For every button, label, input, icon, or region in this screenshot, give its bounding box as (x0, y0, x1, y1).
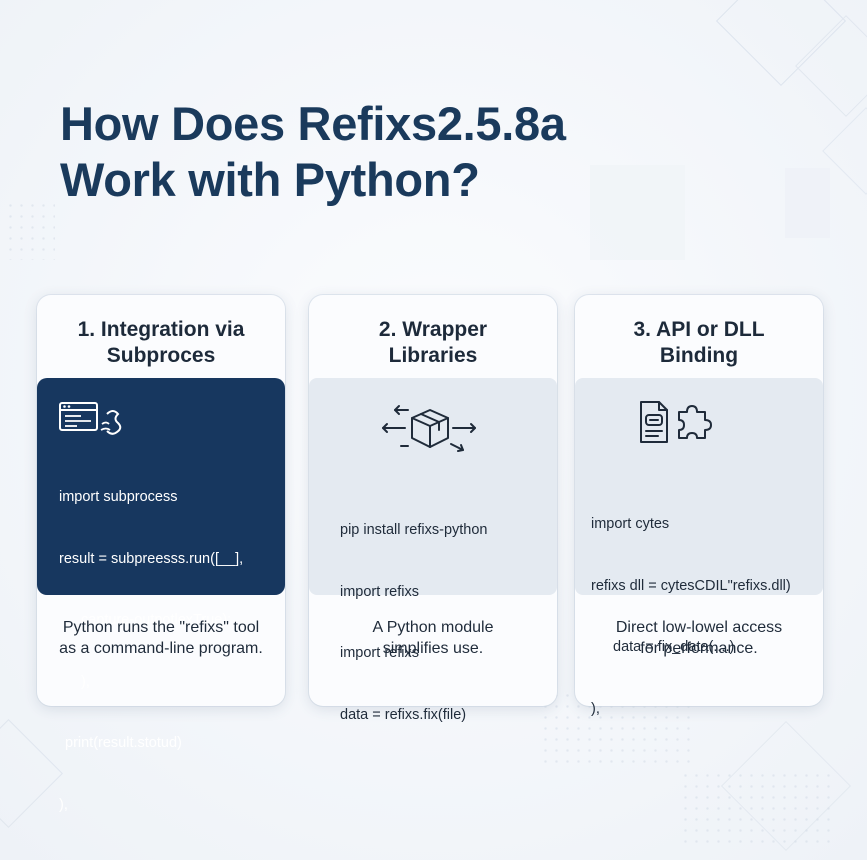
decor-square (590, 165, 685, 260)
code-line: ), (81, 673, 90, 690)
code-line: print(result.stotud) (65, 735, 182, 751)
decor-square (785, 168, 830, 238)
description-line: Python runs the "refixs" tool (62, 619, 260, 636)
code-line: refixs dll = cytesCDIL"refixs.dll) (591, 577, 791, 594)
code-line: data = refixs.fix(file) (340, 706, 467, 723)
decor-diamond (822, 107, 867, 195)
card-api-dll-binding: 3. API or DLL Binding import cytes refix… (575, 295, 823, 717)
code-line: import refixs (340, 645, 419, 661)
code-line: ), (591, 700, 600, 717)
terminal-window-icon (59, 402, 122, 435)
code-panel: pip install refixs-python import refixs … (309, 378, 557, 723)
card-title-line: 3. API or DLL (633, 318, 765, 341)
code-line: pip install refixs-python (340, 522, 488, 538)
dll-file-puzzle-icon (640, 401, 712, 443)
description-line: as a command-line program. (59, 640, 263, 657)
decor-diamond (795, 15, 867, 117)
page-title: How Does Refixs2.5.8a Work with Python? (60, 96, 566, 208)
code-line: result = subpreesss.run([__], (59, 550, 244, 567)
code-line: import subprocess (59, 489, 178, 505)
card-title-line: Libraries (388, 344, 478, 367)
card-title: 3. API or DLL Binding (575, 317, 823, 369)
package-box-arrows-icon (382, 405, 476, 452)
card-wrapper-libraries: 2. Wrapper Libraries pip install refixs-… (309, 295, 557, 723)
code-snippet: import cytes refixs dll = cytesCDIL"refi… (591, 473, 791, 760)
code-line: capture-outpotlexTrue); (81, 612, 232, 628)
code-line: import cytes (591, 516, 670, 532)
card-title: 2. Wrapper Libraries (309, 317, 557, 369)
description-line: for performance. (640, 640, 758, 657)
title-line: How Does Refixs2.5.8a (60, 97, 566, 150)
card-title: 1. Integration via Subproces (37, 317, 285, 369)
decor-dots (5, 200, 55, 260)
code-snippet: pip install refixs-python import refixs … (340, 479, 488, 766)
decor-dots (680, 770, 830, 850)
card-description: Direct low-lowel access for performance. (575, 617, 823, 659)
card-title-line: 2. Wrapper (378, 318, 488, 341)
code-panel: import cytes refixs dll = cytesCDIL"refi… (575, 378, 823, 717)
description-line: A Python module (372, 619, 494, 636)
decor-diamond (0, 719, 63, 828)
code-snippet: import subprocess result = subpreesss.ru… (59, 446, 243, 856)
code-line: import refixs (340, 583, 419, 600)
card-subprocess: 1. Integration via Subproces import subp… (37, 295, 285, 813)
card-title-line: 1. Integration via (77, 318, 245, 341)
description-line: Direct low-lowel access (615, 619, 783, 636)
card-description: A Python module simplifies use. (309, 617, 557, 659)
description-line: simplifies use. (382, 640, 484, 657)
code-line: ), (59, 796, 68, 813)
card-description: Python runs the "refixs" tool as a comma… (37, 617, 285, 659)
code-line: data = fix_data(....) (613, 639, 735, 655)
decor-diamond (715, 0, 847, 87)
code-panel: import subprocess result = subpreesss.ru… (37, 378, 285, 813)
card-title-line: Subproces (106, 344, 216, 367)
title-line: Work with Python? (60, 153, 480, 206)
card-title-line: Binding (659, 344, 739, 367)
